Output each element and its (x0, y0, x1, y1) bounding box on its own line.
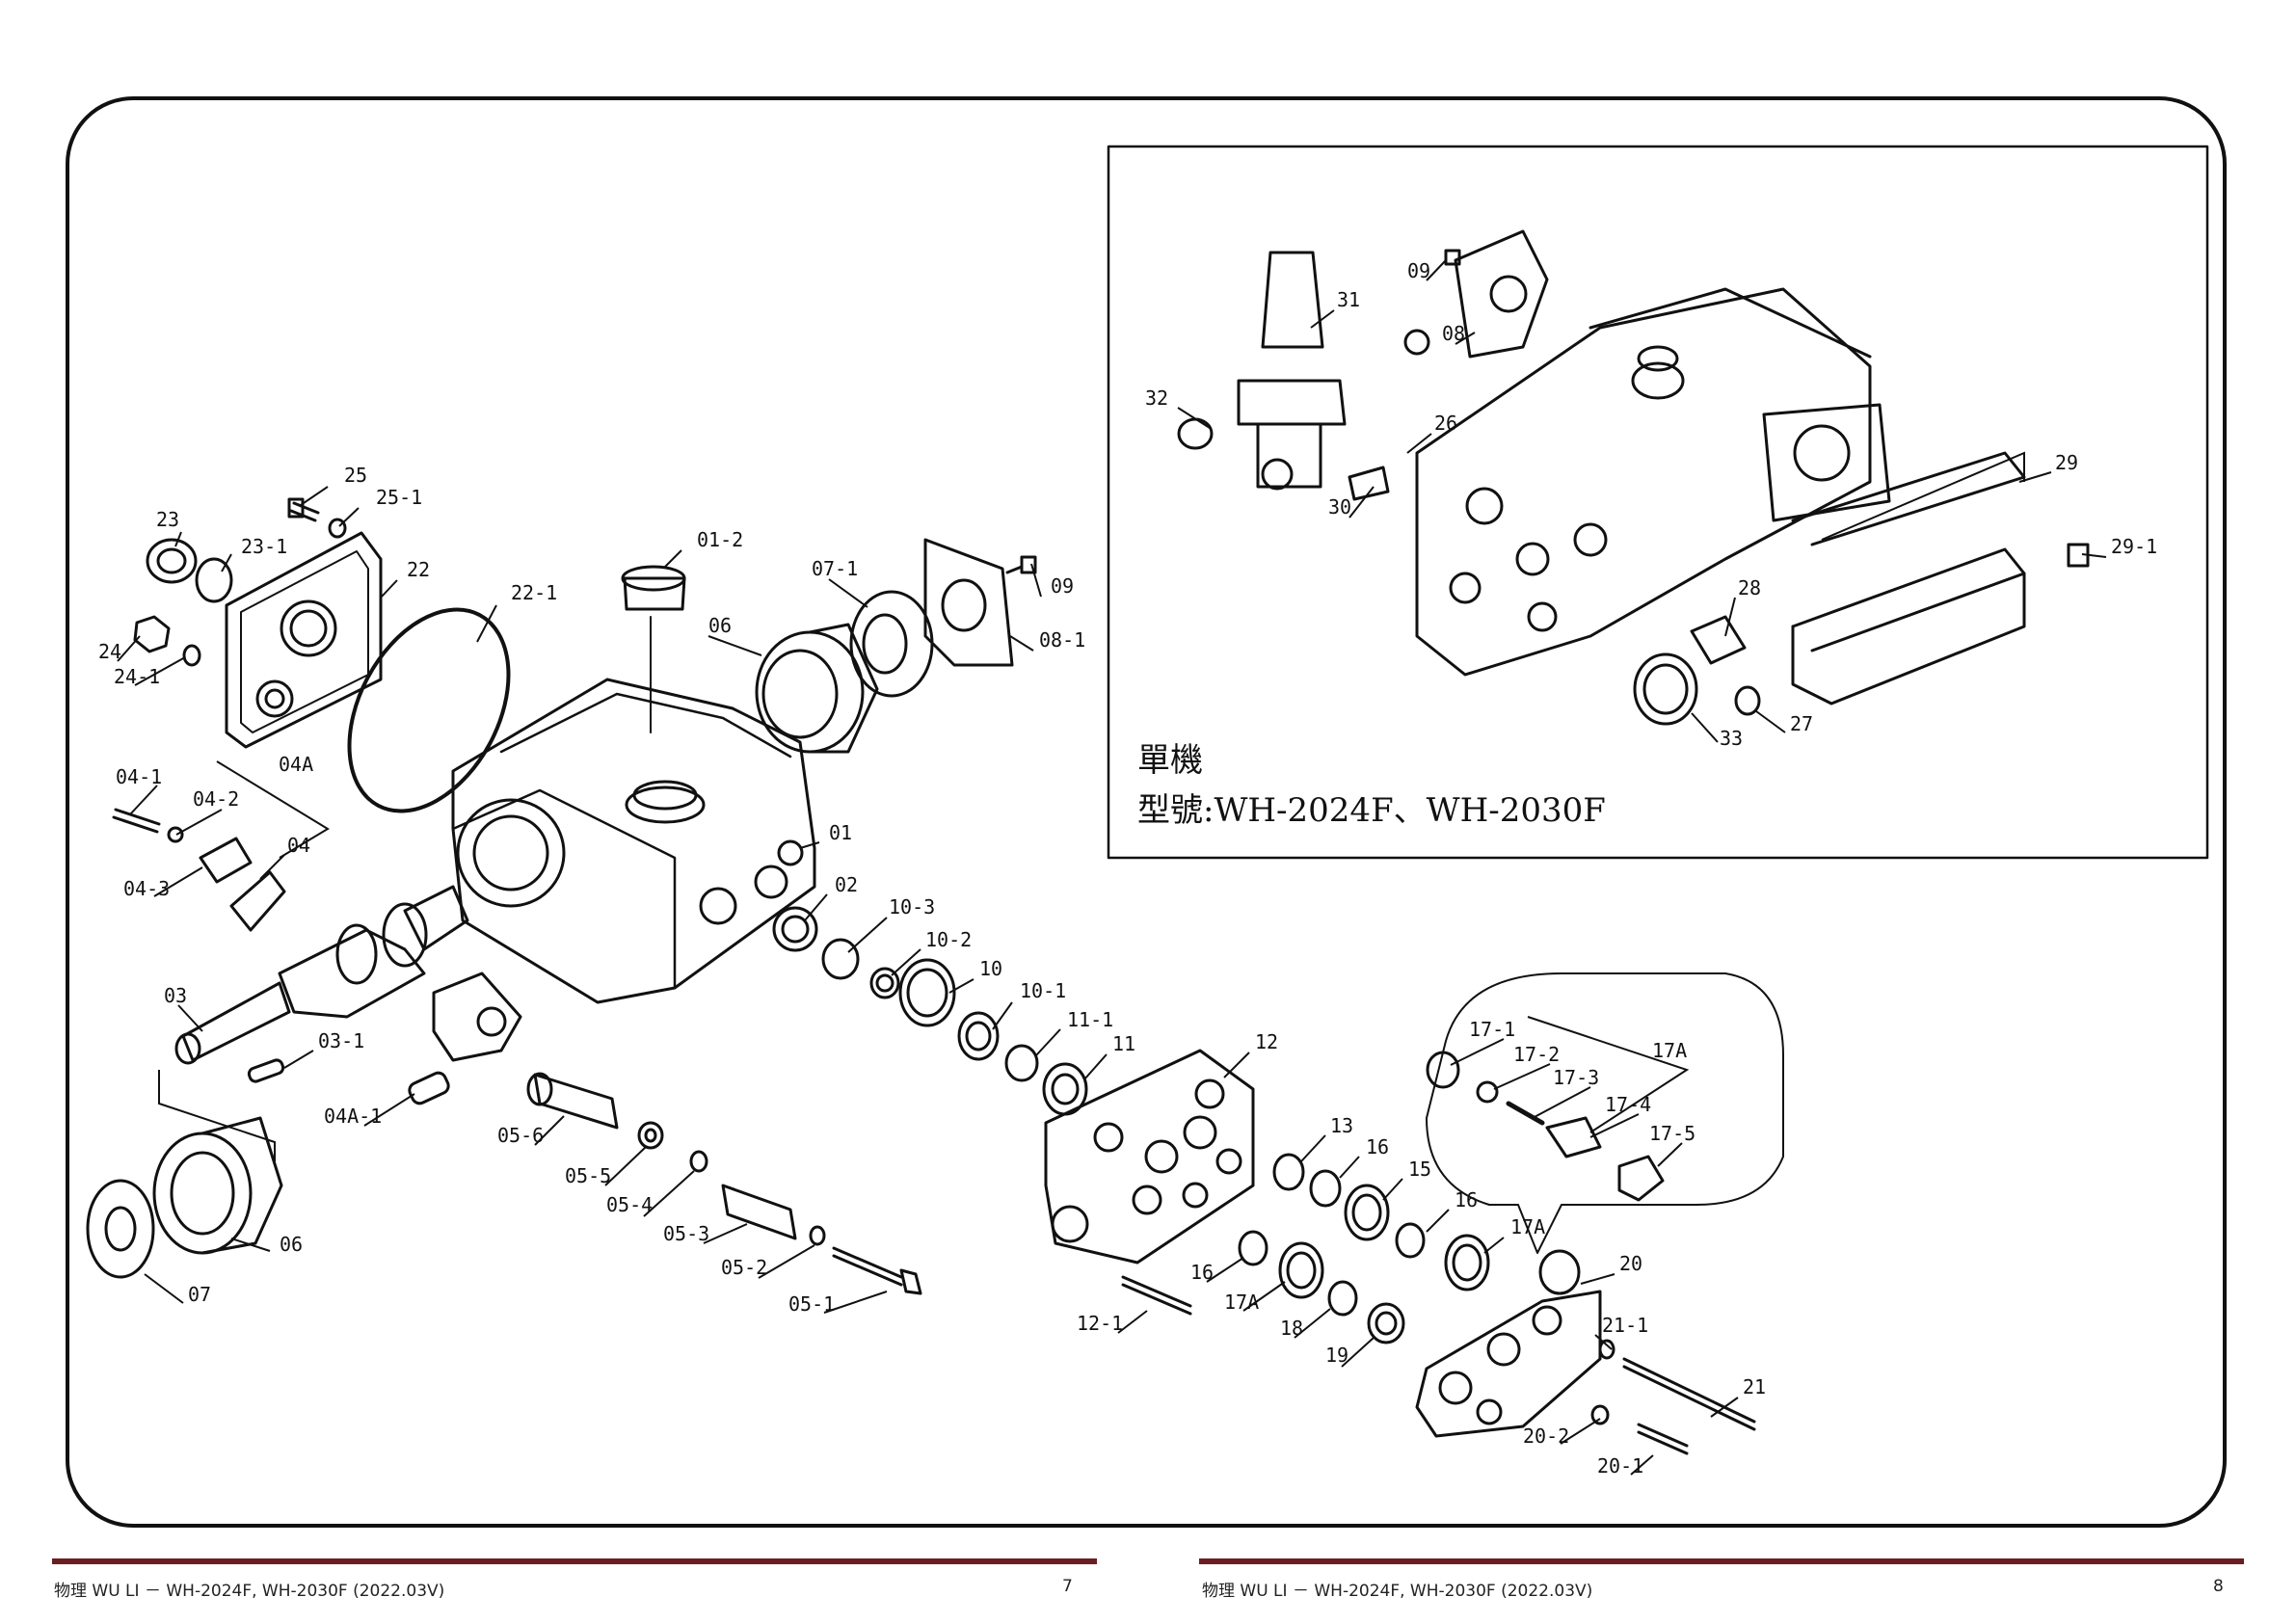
part-label: 28 (1738, 576, 1761, 599)
part-label: 13 (1330, 1114, 1353, 1137)
part-label: 17-2 (1513, 1043, 1560, 1066)
footer-left-text: 物理 WU LI － WH-2024F, WH-2030F (2022.03V) (54, 1582, 445, 1601)
diagram-frame (66, 96, 2227, 1528)
cover-plate (225, 531, 383, 749)
part-label: 29-1 (2111, 535, 2157, 558)
part-label: 05-1 (788, 1292, 835, 1316)
manifold (1044, 1049, 1255, 1265)
part-label: 12 (1255, 1030, 1278, 1053)
inset-box (1107, 145, 2209, 860)
part-label: 09 (1407, 259, 1430, 282)
part-label: 22 (407, 558, 430, 581)
part-label: 01 (829, 821, 852, 844)
part-label: 04-1 (116, 765, 162, 788)
part-label: 20 (1619, 1252, 1642, 1275)
part-label: 16 (1190, 1261, 1214, 1284)
part-label: 20-2 (1523, 1424, 1569, 1448)
part-label: 32 (1145, 386, 1168, 410)
footer-right-text: 物理 WU LI － WH-2024F, WH-2030F (2022.03V) (1202, 1582, 1593, 1601)
part-label: 17A (1510, 1215, 1545, 1238)
part-label: 16 (1455, 1188, 1478, 1211)
part-label: 08 (1442, 322, 1465, 345)
part-label: 07-1 (812, 557, 858, 580)
part-label: 03 (164, 984, 187, 1007)
part-label: 24 (98, 640, 121, 663)
part-label: 04A-1 (324, 1105, 382, 1128)
part-label: 04-2 (193, 787, 239, 811)
part-label: 20-1 (1597, 1454, 1643, 1478)
part-label: 11-1 (1067, 1008, 1113, 1031)
crankcase (451, 678, 816, 1004)
part-label: 18 (1280, 1317, 1303, 1340)
part-label: 21-1 (1602, 1314, 1648, 1337)
part-label: 10-3 (889, 895, 935, 918)
part-label: 30 (1328, 495, 1351, 519)
part-label: 29 (2055, 451, 2078, 474)
part-label: 17-3 (1553, 1066, 1599, 1089)
part-label: 23 (156, 508, 179, 531)
part-label: 05-4 (606, 1193, 653, 1216)
part-label: 21 (1743, 1375, 1766, 1398)
part-label: 02 (835, 873, 858, 896)
part-label: 22-1 (511, 581, 557, 604)
oring-22-1 (347, 607, 511, 813)
part-label: 25-1 (376, 486, 422, 509)
part-label: 17-4 (1605, 1093, 1651, 1116)
part-label: 33 (1720, 727, 1743, 750)
part-label: 04-3 (123, 877, 170, 900)
caption-line1: 單機 (1137, 741, 1203, 780)
part-label: 07 (188, 1283, 211, 1306)
part-label: 17-5 (1649, 1122, 1695, 1145)
footer-bar-left (52, 1558, 1097, 1564)
part-label: 05-6 (497, 1124, 544, 1147)
part-label: 05-5 (565, 1164, 611, 1187)
part-label: 03-1 (318, 1029, 364, 1052)
part-label: 15 (1408, 1158, 1431, 1181)
part-label: 10-1 (1020, 979, 1066, 1002)
part-label: 27 (1790, 712, 1813, 735)
part-label: 04 (287, 834, 310, 857)
part-label: 23-1 (241, 535, 287, 558)
part-label: 10 (979, 957, 1002, 980)
part-label: 05-2 (721, 1256, 767, 1279)
part-label: 17A (1224, 1291, 1259, 1314)
part-label: 17A (1652, 1039, 1687, 1062)
part-label: 10-2 (925, 928, 972, 951)
head (1415, 1290, 1602, 1438)
part-label: 25 (344, 464, 367, 487)
part-label: 01-2 (697, 528, 743, 551)
part-label: 19 (1325, 1344, 1348, 1367)
part-label: 09 (1051, 574, 1074, 598)
part-label: 26 (1434, 412, 1457, 435)
footer-left-page: 7 (1062, 1577, 1073, 1596)
footer-right-page: 8 (2213, 1577, 2224, 1596)
part-label: 05-3 (663, 1222, 709, 1245)
part-label: 16 (1366, 1135, 1389, 1158)
part-label: 11 (1112, 1032, 1135, 1055)
caption-line2: 型號:WH-2024F、WH-2030F (1137, 791, 1606, 830)
part-label: 06 (280, 1233, 303, 1256)
part-label: 04A (279, 753, 313, 776)
part-label: 12-1 (1077, 1312, 1123, 1335)
part-label: 08-1 (1039, 628, 1085, 652)
part-label: 31 (1337, 288, 1360, 311)
part-label: 17-1 (1469, 1018, 1515, 1041)
part-label: 24-1 (114, 665, 160, 688)
part-label: 06 (708, 614, 732, 637)
footer-bar-right (1199, 1558, 2244, 1564)
